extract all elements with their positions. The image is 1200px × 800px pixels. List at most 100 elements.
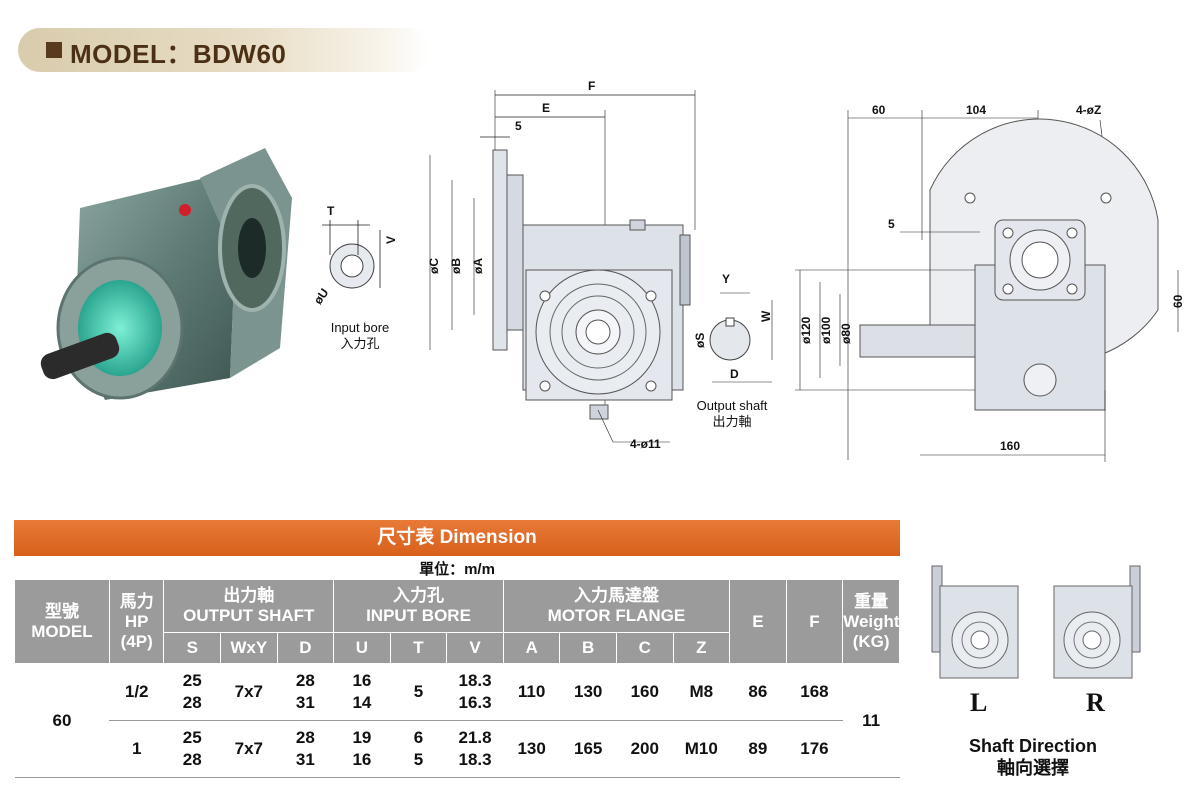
dim-label-a: øA xyxy=(471,258,485,274)
header-s: S xyxy=(163,632,222,664)
header-motor-flange: 入力馬達盤 MOTOR FLANGE xyxy=(502,579,731,633)
cell-value: 25 xyxy=(182,671,202,690)
rear-view-diagram: 60 104 4-øZ 5 ø120 ø100 ø80 60 160 xyxy=(795,103,1185,462)
header-output-shaft: 出力軸 OUTPUT SHAFT xyxy=(163,579,335,633)
unit-label: 單位：m/m xyxy=(14,557,900,580)
header-input-bore-zh: 入力孔 xyxy=(393,586,444,605)
dim-label-w: W xyxy=(759,310,773,322)
dim-label-bolt: 4-ø11 xyxy=(630,437,661,451)
cell-value: 28 xyxy=(182,750,202,769)
dim-label-120: ø120 xyxy=(799,316,813,344)
side-view-diagram: F E 5 øC øB øA 4-ø11 xyxy=(427,79,696,451)
shaft-direction-caption-en: Shaft Direction xyxy=(968,736,1097,756)
cell-a: 110 xyxy=(503,663,560,721)
header-hp-zh: 馬力 xyxy=(119,591,154,611)
shaft-direction-caption: Shaft Direction 軸向選擇 xyxy=(958,735,1108,779)
model-title-banner: MODEL：BDW60 xyxy=(18,28,430,72)
dim-label-d: D xyxy=(730,367,739,381)
dim-label-104: 104 xyxy=(966,103,986,117)
header-v: V xyxy=(446,632,504,664)
cell-c: 160 xyxy=(616,663,674,721)
input-bore-caption: Input bore 入力孔 xyxy=(315,320,405,352)
header-hp-en: HP xyxy=(124,611,149,631)
output-shaft-caption-zh: 出力軸 xyxy=(712,414,752,429)
gearbox-photo xyxy=(40,148,292,400)
dim-label-5b: 5 xyxy=(888,217,895,231)
cell-wxy: 7x7 xyxy=(220,720,278,778)
cell-value: 28 xyxy=(182,693,202,712)
header-weight-unit: (KG) xyxy=(852,631,890,651)
cell-z: M10 xyxy=(673,720,730,778)
model-title: MODEL：BDW60 xyxy=(70,39,287,69)
dim-label-y: Y xyxy=(722,272,730,286)
shaft-left-diagram xyxy=(931,565,1019,679)
dim-label-5: 5 xyxy=(515,119,522,133)
cell-wxy: 7x7 xyxy=(220,663,278,721)
cell-value: 25 xyxy=(182,728,202,747)
dim-label-80: ø80 xyxy=(839,323,853,344)
output-shaft-diagram: Y W øS D xyxy=(693,272,773,383)
cell-value: 31 xyxy=(295,750,315,769)
header-e: E xyxy=(729,579,787,664)
dim-label-f: F xyxy=(588,79,595,93)
header-hp-poles: (4P) xyxy=(120,631,153,651)
header-motor-flange-zh: 入力馬達盤 xyxy=(573,586,659,605)
cell-value: 28 xyxy=(295,728,315,747)
header-model-zh: 型號 xyxy=(44,601,79,621)
cell-t: 5 xyxy=(390,663,447,721)
header-model-en: MODEL xyxy=(31,621,93,641)
header-output-shaft-zh: 出力軸 xyxy=(223,586,275,605)
dim-label-100: ø100 xyxy=(819,316,833,344)
cell-value: 6 xyxy=(413,728,424,747)
shaft-right-label: R xyxy=(1086,688,1105,717)
shaft-direction-caption-zh: 軸向選擇 xyxy=(997,758,1069,778)
header-u: U xyxy=(333,632,391,664)
cell-value: 18.3 xyxy=(458,750,492,769)
cell-b: 130 xyxy=(559,663,617,721)
cell-value: 16 xyxy=(352,671,372,690)
dim-label-u: øU xyxy=(311,286,332,307)
header-weight-zh: 重量 xyxy=(854,591,889,611)
cell-value: 16.3 xyxy=(458,693,492,712)
cell-hp: 1/2 xyxy=(109,663,164,721)
dim-label-60b: 60 xyxy=(1171,294,1185,308)
output-shaft-caption-en: Output shaft xyxy=(696,398,768,413)
header-c: C xyxy=(615,632,674,664)
dim-label-z: 4-øZ xyxy=(1076,103,1101,117)
cell-v: 18.3 16.3 xyxy=(446,663,504,721)
dim-label-160: 160 xyxy=(1000,439,1020,453)
shaft-direction-diagram xyxy=(931,565,1141,679)
input-bore-caption-en: Input bore xyxy=(330,320,390,335)
cell-value: 21.8 xyxy=(458,728,492,747)
dimension-drawings: T V øU F E 5 øC ø xyxy=(311,79,1185,462)
cell-value: 16 xyxy=(352,750,372,769)
cell-value: 31 xyxy=(295,693,315,712)
cell-f: 176 xyxy=(786,720,843,778)
cell-value: 14 xyxy=(352,693,372,712)
header-output-shaft-en: OUTPUT SHAFT xyxy=(183,606,315,625)
header-hp: 馬力 HP (4P) xyxy=(108,579,165,664)
header-weight-en: Weight xyxy=(843,611,900,631)
input-bore-diagram: T V øU xyxy=(311,204,398,307)
header-b: B xyxy=(559,632,617,664)
output-shaft-caption: Output shaft 出力軸 xyxy=(682,398,782,430)
cell-value: 28 xyxy=(295,671,315,690)
cell-e: 89 xyxy=(729,720,787,778)
dim-label-t: T xyxy=(327,204,335,218)
input-bore-caption-zh: 入力孔 xyxy=(340,336,380,351)
header-input-bore: 入力孔 INPUT BORE xyxy=(333,579,504,633)
header-a: A xyxy=(502,632,561,664)
header-wxy: WxY xyxy=(220,632,278,664)
dimension-table-title: 尺寸表 Dimension xyxy=(14,520,900,556)
cell-c: 200 xyxy=(616,720,674,778)
dim-label-b: øB xyxy=(449,258,463,274)
cell-value: 18.3 xyxy=(458,671,492,690)
cell-hp: 1 xyxy=(109,720,164,778)
cell-v: 21.8 18.3 xyxy=(446,720,504,778)
